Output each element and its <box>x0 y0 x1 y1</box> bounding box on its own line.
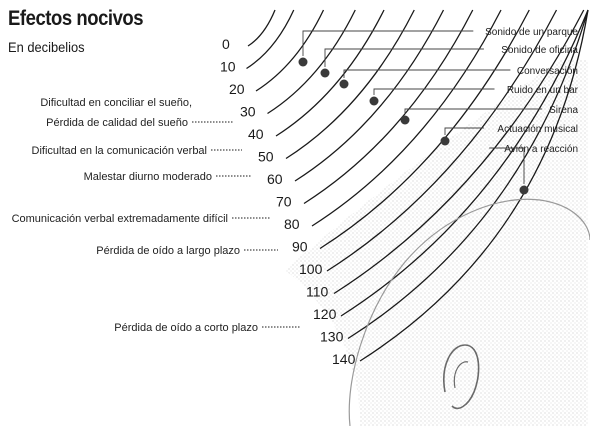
source-dot <box>339 79 349 89</box>
wave-arc-140 <box>359 9 589 362</box>
source-leader <box>343 69 511 78</box>
decibel-label-50: 50 <box>258 149 274 165</box>
decibel-label-100: 100 <box>299 261 323 277</box>
source-leader <box>373 88 495 95</box>
ear-inner <box>453 361 469 389</box>
decibel-label-80: 80 <box>284 216 300 232</box>
infographic-title: Efectos nocivos <box>8 7 144 30</box>
effect-label: Dificultad en la comunicación verbal <box>32 145 207 157</box>
source-label: Avión a reacción <box>504 144 578 155</box>
effect-label: Pérdida de oído a largo plazo <box>96 245 240 257</box>
source-leader <box>444 127 484 135</box>
wave-arc-80 <box>311 9 502 227</box>
decibel-label-0: 0 <box>222 36 230 52</box>
decibel-label-60: 60 <box>267 171 283 187</box>
decibel-label-70: 70 <box>276 194 292 210</box>
decibel-label-20: 20 <box>229 81 245 97</box>
wave-arc-30 <box>267 9 356 115</box>
decibel-label-40: 40 <box>248 126 264 142</box>
effects-labels: Dificultad en conciliar el sueño, Pérdida… <box>12 97 300 334</box>
source-leader <box>324 48 484 67</box>
effect-label: Pérdida de calidad del sueño <box>46 117 188 129</box>
source-dot <box>440 136 450 146</box>
effect-label: Pérdida de oído a corto plazo <box>114 322 258 334</box>
infographic-subtitle: En decibelios <box>8 39 85 55</box>
source-leader <box>489 147 525 184</box>
source-dot <box>320 68 330 78</box>
source-label: Conversación <box>517 66 578 77</box>
wave-arc-20 <box>255 9 325 92</box>
ear-outline <box>443 344 480 410</box>
wave-arc-70 <box>303 9 474 205</box>
source-dot <box>400 115 410 125</box>
wave-arc-90 <box>319 9 530 250</box>
effect-label: Comunicación verbal extremadamente difíc… <box>12 213 228 225</box>
wave-arc-60 <box>294 9 445 182</box>
decibel-label-110: 110 <box>306 284 329 300</box>
source-label: Sonido de un parque <box>485 27 578 38</box>
sound-wave-arcs <box>246 9 589 426</box>
source-dot <box>298 57 308 67</box>
source-label: Sirena <box>549 105 578 116</box>
decibel-label-120: 120 <box>313 306 337 322</box>
source-leader <box>302 30 474 56</box>
decibel-label-10: 10 <box>220 59 236 75</box>
wave-arc-0 <box>247 9 276 47</box>
decibel-scale: 0 10 20 30 40 50 60 70 80 90 100 110 120 130 140 <box>220 36 356 367</box>
wave-arc-100 <box>326 9 558 272</box>
source-label: Sonido de oficina <box>501 45 578 56</box>
effect-label: Dificultad en conciliar el sueño, <box>40 97 192 109</box>
wave-arc-130 <box>347 9 589 340</box>
decibel-label-90: 90 <box>292 239 308 255</box>
wave-arc-50 <box>285 9 415 160</box>
stipple-band <box>285 60 588 426</box>
wave-arc-40 <box>275 9 385 137</box>
decibel-label-140: 140 <box>332 351 356 367</box>
wave-arc-120 <box>340 9 589 317</box>
head-silhouette <box>348 198 590 426</box>
wave-arc-110 <box>333 9 585 295</box>
decibel-label-130: 130 <box>320 329 344 345</box>
source-label: Actuación musical <box>497 124 578 135</box>
decibel-label-30: 30 <box>240 104 256 120</box>
source-label: Ruido en un bar <box>507 85 579 96</box>
wave-arc-10 <box>246 9 295 70</box>
source-dot <box>519 185 529 195</box>
head-outline <box>348 198 590 426</box>
source-leader <box>404 108 543 114</box>
source-dot <box>369 96 379 106</box>
effect-label: Malestar diurno moderado <box>84 171 212 183</box>
